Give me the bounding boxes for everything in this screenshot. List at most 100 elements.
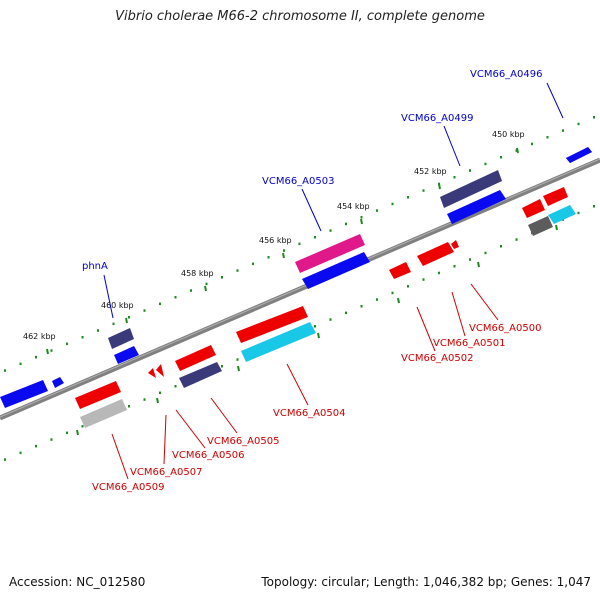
label-vcm66-a0496[interactable]: VCM66_A0496 [470, 69, 542, 80]
tick-label-458: 458 kbp [181, 269, 214, 278]
label-vcm66-a0507[interactable]: VCM66_A0507 [130, 467, 202, 478]
scale-dot [143, 398, 146, 401]
scale-dot [128, 316, 130, 319]
gene-vcm66-a0500[interactable] [522, 199, 545, 218]
gene-vcm66-a0499-bottom[interactable] [447, 190, 506, 224]
scale-dot [577, 122, 580, 126]
scale-dot [252, 262, 254, 266]
gene-vcm66-a0507-a[interactable] [148, 368, 156, 378]
scale-dot [422, 189, 425, 192]
gene-vcm66-a0504-top[interactable] [236, 306, 308, 343]
scale-dot [329, 229, 332, 232]
gene-vcm66-a0503-bottom[interactable] [302, 252, 370, 289]
gene-vcm66-a0507-b[interactable] [156, 364, 164, 377]
scale-dot [329, 318, 332, 321]
scale-dot [531, 142, 533, 146]
scale-dot [484, 251, 487, 255]
major-ticks [46, 147, 558, 436]
scale-dot [159, 302, 161, 306]
gene-vcm66-a0505[interactable] [179, 362, 222, 388]
scale-dot [66, 431, 68, 435]
label-phna[interactable]: phnA [82, 261, 108, 272]
scale-dot [422, 278, 425, 281]
gene-phna-bottom[interactable] [114, 346, 139, 364]
scale-dot [35, 444, 37, 448]
label-vcm66-a0502[interactable]: VCM66_A0502 [401, 353, 473, 364]
gene-cyan-right[interactable] [548, 205, 576, 224]
tick-label-460: 460 kbp [101, 301, 134, 310]
scale-dot [407, 196, 409, 199]
scale-dot [19, 362, 22, 366]
gene-vcm66-a0502[interactable] [389, 262, 411, 279]
label-vcm66-a0503[interactable]: VCM66_A0503 [262, 176, 334, 187]
scale-dot [128, 405, 130, 408]
scale-dot [453, 265, 456, 268]
scale-dot [500, 245, 502, 248]
label-vcm66-a0499[interactable]: VCM66_A0499 [401, 113, 473, 124]
gene-vcm66-a0499-top[interactable] [440, 170, 502, 208]
scale-dot [562, 129, 564, 132]
reverse-genes [75, 187, 576, 428]
scale-dot [314, 325, 316, 328]
scale-dot [500, 156, 502, 159]
scale-dot [360, 216, 363, 219]
scale-dot [469, 258, 471, 261]
scale-dot [515, 238, 518, 241]
tick-label-450: 450 kbp [492, 130, 525, 139]
scale-dot [407, 285, 409, 288]
gene-darkgray-right[interactable] [528, 216, 553, 236]
scale-dot [19, 451, 22, 455]
gene-vcm66-a0509-bottom[interactable] [80, 399, 127, 428]
gene-phna-top[interactable] [108, 328, 134, 349]
scale-dot [35, 355, 37, 359]
scale-dot [205, 282, 208, 286]
label-vcm66-a0504[interactable]: VCM66_A0504 [273, 408, 345, 419]
scale-dot [593, 205, 595, 208]
gene-red-right[interactable] [543, 187, 568, 206]
scale-dot [376, 298, 378, 301]
scale-dot [159, 391, 161, 395]
forward-genes [0, 147, 592, 408]
scale-dot [438, 182, 440, 186]
scale-dot [112, 322, 115, 326]
scale-dot [174, 296, 177, 299]
scale-dot [81, 336, 84, 339]
scale-dot [66, 342, 68, 346]
scale-dot [391, 202, 394, 206]
scale-dot [469, 169, 471, 172]
gene-left-edge-1[interactable] [0, 380, 48, 408]
scale-dot [376, 209, 378, 212]
summary-text: Topology: circular; Length: 1,046,382 bp… [261, 575, 591, 589]
gene-vcm66-a0501[interactable] [417, 242, 454, 266]
gene-labels: VCM66_A0496 VCM66_A0499 VCM66_A0503 phnA… [82, 69, 542, 493]
scale-dot [50, 349, 53, 352]
label-vcm66-a0509[interactable]: VCM66_A0509 [92, 482, 164, 493]
scale-labels: 450 kbp 452 kbp 454 kbp 456 kbp 458 kbp … [23, 130, 525, 341]
gene-vcm66-a0504-bottom[interactable] [241, 322, 316, 362]
scale-dot [345, 311, 347, 315]
gene-vcm66-a0506[interactable] [175, 345, 216, 371]
label-vcm66-a0500[interactable]: VCM66_A0500 [469, 323, 541, 334]
gene-vcm66-a0503-top[interactable] [295, 234, 365, 273]
scale-dot [360, 305, 363, 308]
tick-label-454: 454 kbp [337, 202, 370, 211]
scale-dot [81, 425, 84, 428]
scale-dot [546, 136, 549, 139]
gene-vcm66-a0509-top[interactable] [75, 381, 121, 409]
scale-dot [221, 276, 223, 279]
scale-dot [283, 249, 285, 252]
scale-dot [438, 271, 440, 275]
label-vcm66-a0505[interactable]: VCM66_A0505 [207, 436, 279, 447]
scale-dot [190, 289, 192, 292]
label-vcm66-a0501[interactable]: VCM66_A0501 [433, 338, 505, 349]
scale-dot [453, 176, 456, 179]
scale-dot [4, 369, 6, 372]
scale-dot [50, 438, 53, 441]
scale-dot [298, 242, 301, 246]
label-vcm66-a0506[interactable]: VCM66_A0506 [172, 450, 244, 461]
gene-vcm66-a0501-tip[interactable] [451, 240, 459, 249]
tick-label-452: 452 kbp [414, 167, 447, 176]
gene-left-edge-2[interactable] [52, 377, 64, 388]
scale-dot [577, 211, 580, 215]
scale-dot [4, 458, 6, 461]
